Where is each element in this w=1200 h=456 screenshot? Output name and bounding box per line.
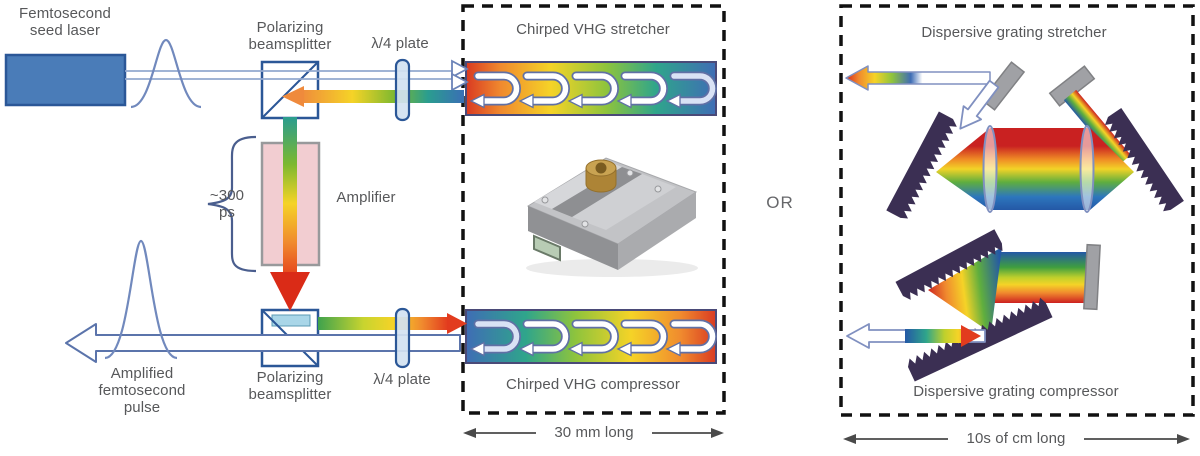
or-label: OR (766, 193, 794, 212)
stretcher-diagonal-beam (1063, 89, 1131, 166)
compressor-spectrum-band (988, 252, 1087, 303)
beamsplitter-top-label: Polarizing beamsplitter (248, 19, 332, 53)
amplified-output-arrow (65, 323, 461, 363)
pulse-duration-label: ~300 ps (209, 187, 245, 221)
compressor-input-arrowhead (961, 325, 981, 347)
stretcher-lens-2 (1079, 125, 1095, 213)
vhg-compressor (465, 309, 717, 364)
amplified-pulse-curve (104, 239, 178, 360)
quarter-wave-plate-bottom (394, 307, 411, 369)
beamsplitter-bottom-label: Polarizing beamsplitter (248, 369, 332, 403)
vhg-stretcher (465, 61, 717, 116)
vhg-length-arrow (463, 428, 724, 438)
vhg-compressor-title: Chirped VHG compressor (506, 376, 680, 393)
vhg-module-photo (526, 157, 698, 277)
brass-fitting (585, 159, 617, 193)
grating-compressor (846, 229, 1101, 382)
vhg-window (533, 234, 561, 262)
grating-box-outline (839, 4, 1195, 417)
compressor-input-beam (905, 325, 981, 347)
to-compressor-beam (318, 313, 467, 334)
waveplate-bottom-label: λ/4 plate (373, 371, 431, 388)
amplifier-beam (270, 117, 310, 311)
to-compressor-arrowhead (447, 313, 467, 334)
grating-length-label: 10s of cm long (966, 430, 1066, 447)
stretcher-mirror-1 (980, 61, 1026, 111)
stretcher-output-arrow (845, 65, 991, 91)
stretcher-lens-1 (982, 125, 998, 213)
quarter-wave-plate-top (394, 58, 411, 122)
screws (541, 169, 662, 228)
compressor-mirror (1083, 243, 1101, 311)
compressor-spectrum-fan (928, 247, 1002, 333)
seed-laser-label: Femtosecond seed laser (19, 5, 111, 39)
vhg-box-outline (461, 4, 726, 415)
grating-compressor-title: Dispersive grating compressor (913, 383, 1119, 400)
grating-stretcher (845, 61, 1184, 222)
grating-length-arrow (843, 434, 1190, 444)
amplifier-beam-arrowhead (270, 272, 310, 311)
vhg-stretcher-bounce-arrows (469, 71, 717, 109)
seed-pulse-curve (130, 38, 202, 109)
vhg-compressor-bounce-arrows (469, 319, 717, 357)
vhg-length-label: 30 mm long (554, 424, 634, 441)
vhg-stretcher-title: Chirped VHG stretcher (516, 21, 670, 38)
stretched-return-beam (282, 86, 464, 107)
seed-laser-box (4, 53, 127, 107)
seed-beam-arrowhead (451, 72, 469, 92)
pulse-duration-brace (207, 135, 257, 273)
grating-stretcher-title: Dispersive grating stretcher (921, 24, 1107, 41)
amplifier-label: Amplifier (336, 189, 396, 206)
amplified-pulse-label: Amplified femtosecond pulse (98, 365, 186, 416)
waveplate-top-label: λ/4 plate (371, 35, 429, 52)
stretcher-fold-arrow (959, 79, 1000, 130)
stretched-return-arrowhead (282, 86, 304, 107)
seed-beam-arrowhead (451, 59, 469, 79)
